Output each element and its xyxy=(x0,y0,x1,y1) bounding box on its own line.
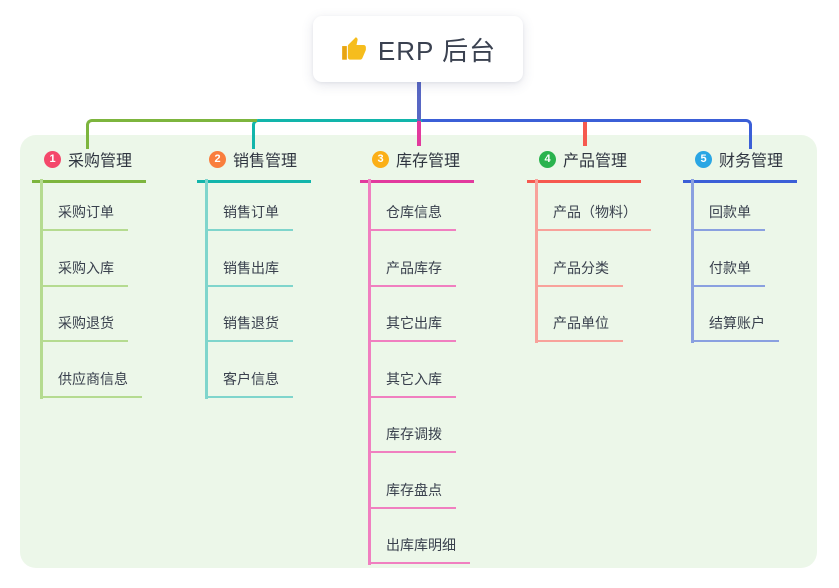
connector-branch5 xyxy=(417,119,752,149)
branch-title-label: 销售管理 xyxy=(233,153,298,170)
connector-branch1 xyxy=(86,119,257,149)
branch-title-chanpin[interactable]: 4 产品管理 xyxy=(527,147,641,183)
branch5-spine xyxy=(691,179,694,343)
node-kucun-diaobo[interactable]: 库存调拨 xyxy=(368,418,456,453)
node-chanpin-wuliao[interactable]: 产品（物料） xyxy=(535,196,651,231)
node-chanpin-fenlei[interactable]: 产品分类 xyxy=(535,252,623,287)
root-node-title: ERP 后台 xyxy=(377,35,497,66)
node-qita-chuku[interactable]: 其它出库 xyxy=(368,307,456,342)
branch-title-caigou[interactable]: 1 采购管理 xyxy=(32,147,146,183)
badge-5: 5 xyxy=(695,150,712,168)
branch3-spine xyxy=(368,179,371,565)
badge-1: 1 xyxy=(44,150,61,168)
badge-3: 3 xyxy=(372,150,389,168)
branch-title-label: 产品管理 xyxy=(563,153,628,170)
branch-title-label: 采购管理 xyxy=(68,153,133,170)
node-caigou-tuihuo[interactable]: 采购退货 xyxy=(40,307,128,342)
root-connector xyxy=(417,82,421,121)
node-chanpin-danwei[interactable]: 产品单位 xyxy=(535,307,623,342)
node-xiaoshou-tuihuo[interactable]: 销售退货 xyxy=(205,307,293,342)
node-huikuandan[interactable]: 回款单 xyxy=(691,196,765,231)
node-kehu-xinxi[interactable]: 客户信息 xyxy=(205,363,293,398)
branch-title-label: 库存管理 xyxy=(396,153,461,170)
node-kucun-pandian[interactable]: 库存盘点 xyxy=(368,474,456,509)
node-gongyingshang[interactable]: 供应商信息 xyxy=(40,363,142,398)
branches-panel xyxy=(20,135,817,568)
node-caigou-dingdan[interactable]: 采购订单 xyxy=(40,196,128,231)
branch-title-kucun[interactable]: 3 库存管理 xyxy=(360,147,474,183)
node-jiesuan-zhanghu[interactable]: 结算账户 xyxy=(691,307,779,342)
badge-2: 2 xyxy=(209,150,226,168)
node-chanpin-kucun[interactable]: 产品库存 xyxy=(368,252,456,287)
branch1-spine xyxy=(40,179,43,399)
branch4-spine xyxy=(535,179,538,343)
branch-title-label: 财务管理 xyxy=(719,153,784,170)
node-qita-ruku[interactable]: 其它入库 xyxy=(368,363,456,398)
connector-branch2 xyxy=(252,119,422,149)
branch-title-caiwu[interactable]: 5 财务管理 xyxy=(683,147,797,183)
node-caigou-ruku[interactable]: 采购入库 xyxy=(40,252,128,287)
connector-branch3 xyxy=(417,121,421,146)
root-node-erp[interactable]: ERP 后台 xyxy=(313,16,523,82)
connector-branch4 xyxy=(583,122,587,146)
node-fukuandan[interactable]: 付款单 xyxy=(691,252,765,287)
node-cangku-xinxi[interactable]: 仓库信息 xyxy=(368,196,456,231)
thumbs-up-icon xyxy=(342,36,366,60)
node-xiaoshou-dingdan[interactable]: 销售订单 xyxy=(205,196,293,231)
node-chukuku-mingxi[interactable]: 出库库明细 xyxy=(368,529,470,564)
node-xiaoshou-chuku[interactable]: 销售出库 xyxy=(205,252,293,287)
branch-title-xiaoshou[interactable]: 2 销售管理 xyxy=(197,147,311,183)
branch2-spine xyxy=(205,179,208,399)
badge-4: 4 xyxy=(539,150,556,168)
